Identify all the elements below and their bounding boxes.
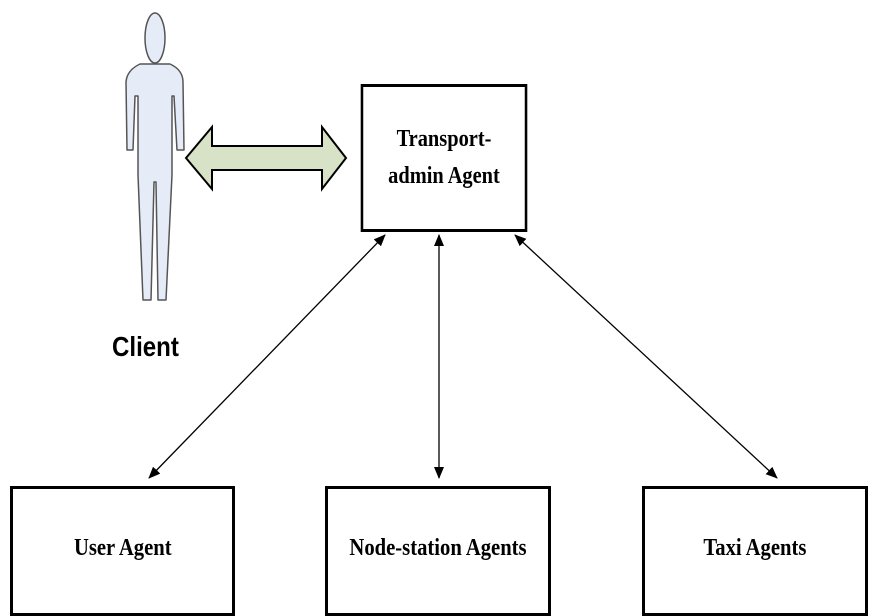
node-station-agents-label: Node-station Agents — [349, 535, 527, 561]
person-icon — [125, 12, 185, 301]
taxi-agents-label: Taxi Agents — [703, 535, 807, 561]
transport-admin-agent-label: Transport- admin Agent — [363, 121, 525, 195]
client-admin-connector — [184, 124, 348, 192]
transport-admin-agent-label-line1: Transport- — [396, 125, 492, 152]
user-agent-box: User Agent — [10, 486, 235, 616]
connector-admin-user — [148, 234, 386, 479]
taxi-agents-box: Taxi Agents — [642, 486, 868, 616]
node-station-agents-box: Node-station Agents — [325, 486, 551, 616]
transport-admin-agent-label-line2: admin Agent — [388, 163, 500, 189]
user-agent-label: User Agent — [73, 535, 172, 561]
connector-admin-taxi — [514, 234, 778, 479]
client-label: Client — [112, 331, 179, 362]
transport-admin-agent-box: Transport- admin Agent — [360, 84, 528, 232]
